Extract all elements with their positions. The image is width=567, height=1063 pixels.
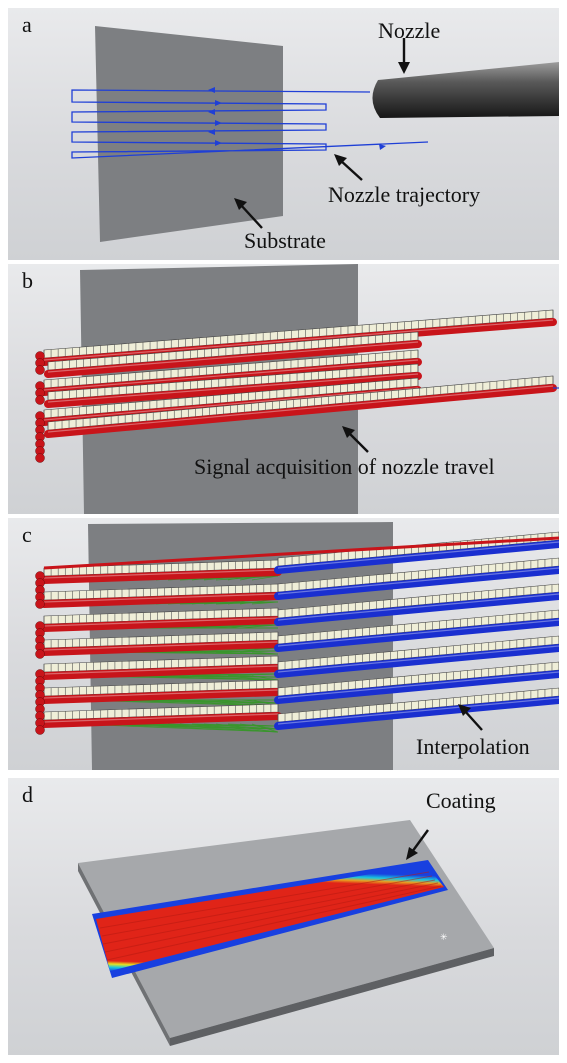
panel-d: ✳ d Coating [8,778,559,1055]
substrate-edge-front [170,948,494,1046]
signal-acquisition-label: Signal acquisition of nozzle travel [194,454,495,479]
interpolated-track-3 [274,583,559,626]
acquired-turn-3 [35,411,45,463]
coating-stripes [99,871,442,961]
interpolated-track-6 [274,661,559,704]
panel-c-label: c [22,522,32,547]
annotation-arrow [458,704,483,731]
panel-c: c Interpolation [8,518,559,770]
acquired-turn-1 [35,571,45,609]
panel-a-label: a [22,12,32,37]
interpolated-track-1 [274,531,559,574]
acquired-track-5 [40,655,282,680]
substrate-plate [95,26,283,242]
coating-label: Coating [426,788,496,813]
annotation-arrow [342,426,369,453]
annotation-arrow [406,829,429,860]
panel-a: a Nozzle Nozzle trajectory Substrate [8,8,559,260]
panel-c-scene [35,522,559,770]
acquired-turn-2 [35,621,45,659]
acquired-track-3 [40,607,282,632]
acquired-turn-2 [35,381,45,405]
panel-b: b Signal acquisition of nozzle travel [8,264,559,514]
acquired-track-7 [40,703,282,728]
panel-b-label: b [22,268,33,293]
nozzle-label: Nozzle [378,18,441,43]
acquired-track-3 [40,349,422,396]
panel-d-label: d [22,782,33,807]
acquired-turn-1 [35,351,45,375]
interpolated-track-2 [274,557,559,600]
acquired-track-6 [44,375,557,438]
nozzle-trajectory-path [71,89,429,159]
interpolated-track-7 [274,687,559,730]
substrate-label: Substrate [244,228,326,253]
panel-a-scene [71,26,559,242]
interpolation-label: Interpolation [416,734,530,759]
panel-b-scene [35,264,559,514]
acquired-track-4 [44,363,422,408]
trajectory-arrows [208,87,386,150]
acquired-turn-3 [35,669,45,735]
panel-d-scene: ✳ [78,820,494,1046]
acquired-track-4 [40,631,282,656]
nozzle-body [372,62,559,118]
interpolated-track-4 [274,609,559,652]
sparkle-mark: ✳ [440,933,448,943]
annotation-arrows [234,38,410,229]
nozzle-trajectory-label: Nozzle trajectory [328,182,481,207]
interpolated-track-5 [274,635,559,678]
acquired-track-2 [44,331,422,378]
